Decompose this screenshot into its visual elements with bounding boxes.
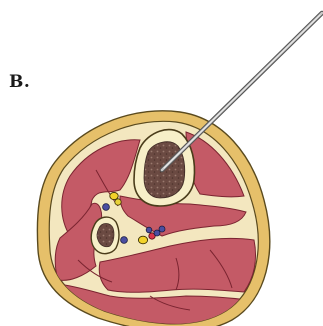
fibula-marrow: [97, 224, 114, 247]
needle: [162, 13, 322, 170]
vein: [121, 237, 128, 244]
nerve: [138, 236, 147, 244]
nerve: [110, 192, 118, 199]
vein: [146, 227, 152, 233]
vein: [154, 230, 160, 236]
vein: [103, 204, 110, 211]
vein: [159, 226, 165, 232]
artery: [115, 199, 121, 205]
